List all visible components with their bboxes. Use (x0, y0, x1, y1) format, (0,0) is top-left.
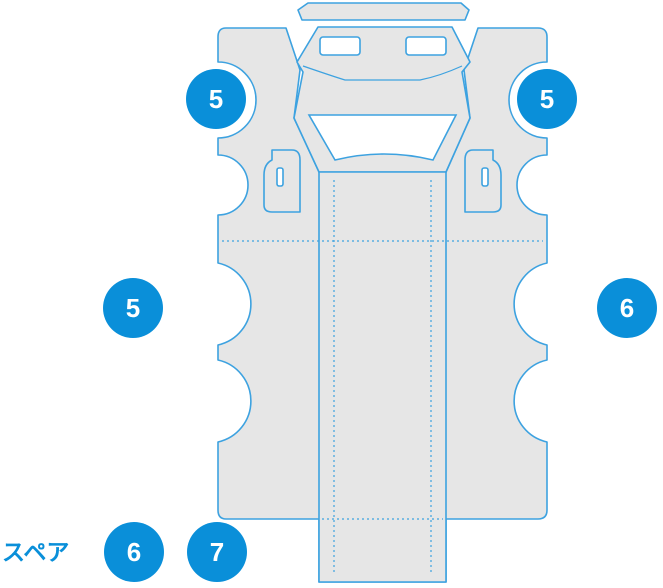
badge-mid-right: 6 (597, 278, 657, 338)
badge-top-left: 5 (181, 64, 251, 134)
badge-top-right: 5 (512, 64, 582, 134)
head-eye-left (319, 36, 361, 56)
top-strip-piece (297, 2, 470, 21)
badge-top-left-label: 5 (209, 84, 223, 114)
head-mouth-cutout (307, 114, 458, 161)
badge-bottom-spare: 6 (104, 522, 164, 582)
badge-mid-left: 5 (103, 278, 163, 338)
badge-bottom-7-label: 7 (210, 537, 224, 567)
head-visor-line (302, 65, 463, 81)
spare-label: スペア (2, 540, 69, 566)
left-tab-slot (276, 167, 284, 187)
badge-mid-left-label: 5 (126, 293, 140, 323)
badge-bottom-7: 7 (187, 522, 247, 582)
badge-bottom-spare-label: 6 (127, 537, 141, 567)
badge-top-right-label: 5 (540, 84, 554, 114)
center-strip (318, 171, 447, 583)
right-tab-slot (481, 167, 489, 187)
head-eye-right (405, 36, 447, 56)
badge-mid-right-label: 6 (620, 293, 634, 323)
